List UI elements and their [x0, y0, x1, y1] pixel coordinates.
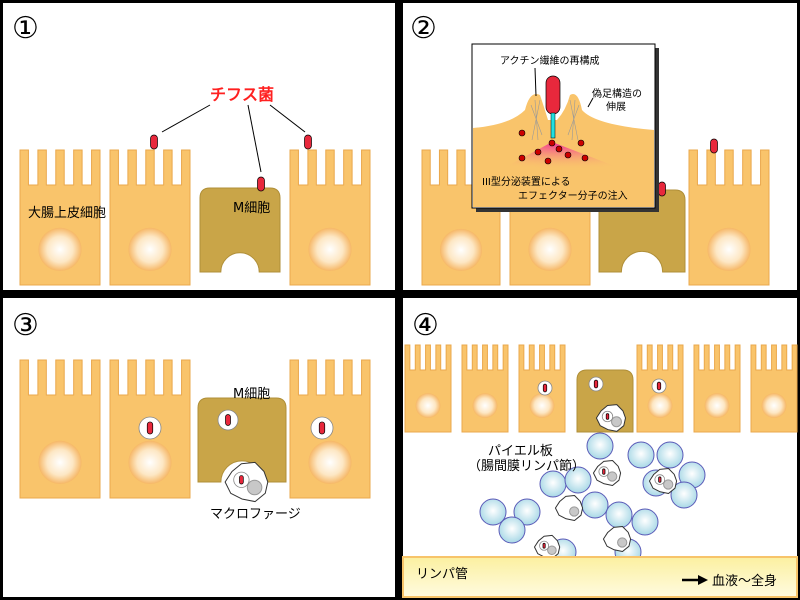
nucleus	[761, 393, 787, 418]
actin-label: アクチン繊維の再構成	[500, 54, 600, 67]
lymph-vessel-label: リンパ管	[416, 567, 468, 582]
lymphocyte	[564, 466, 592, 494]
t3ss-label-line1: III型分泌装置による	[482, 175, 571, 188]
macrophage-nucleus	[547, 545, 557, 556]
blood-label: 血液〜全身	[712, 573, 777, 589]
macrophage-label: マクロファージ	[210, 507, 301, 522]
arrow-right-icon	[682, 575, 708, 585]
t3ss-label-line2: エフェクター分子の注入	[518, 189, 628, 202]
m-cell-label-3: M細胞	[233, 387, 270, 402]
nucleus	[308, 227, 352, 271]
nucleus	[439, 228, 483, 271]
bacterium-in-vacuole	[225, 414, 231, 426]
panel-number-2: ②	[410, 11, 437, 46]
m-cell-label: M細胞	[233, 201, 270, 216]
macrophage-nucleus	[607, 471, 618, 482]
bacterium-in-vacuole	[605, 413, 610, 420]
bacterium	[257, 176, 265, 192]
lymphocyte	[539, 470, 567, 498]
mesenteric-node-label: （腸間膜リンパ節）	[468, 459, 585, 474]
lymphocyte	[631, 508, 659, 536]
bacterium-in-vacuole	[593, 379, 599, 389]
lymphocyte	[479, 498, 507, 526]
nucleus	[308, 440, 352, 484]
bacterium-in-vacuole	[656, 381, 662, 391]
lymphocyte	[586, 432, 614, 460]
macrophage-nucleus	[246, 479, 263, 496]
epithelial-cell-small	[693, 344, 741, 433]
nucleus	[38, 440, 82, 484]
bacterium-in-vacuole	[239, 475, 244, 485]
nucleus	[472, 393, 498, 418]
macrophage-nucleus	[617, 537, 628, 548]
nucleus	[128, 440, 172, 484]
pseudopod-label-line1: 偽足構造の	[592, 87, 642, 100]
lymphocyte	[581, 491, 609, 519]
epithelial-cell-small	[404, 344, 452, 433]
epithelial-cell-small	[461, 344, 509, 433]
epithelial-cell-1	[19, 149, 101, 286]
bacterium	[304, 134, 312, 150]
bacterium-in-vacuole	[658, 476, 662, 483]
lymphocyte	[670, 481, 698, 509]
macrophage-nucleus	[663, 479, 674, 490]
panel-number-3: ③	[12, 308, 39, 343]
nucleus	[707, 227, 751, 271]
epithelial-cell	[688, 149, 770, 286]
epithelial-cell-label: 大腸上皮細胞	[28, 206, 106, 221]
epithelial-cell	[19, 359, 101, 499]
epithelial-cell-small	[750, 344, 798, 433]
epithelial-cell	[109, 149, 191, 286]
nucleus	[647, 393, 673, 418]
bacterium-in-vacuole	[542, 383, 548, 393]
bacterium-in-vacuole	[318, 421, 326, 435]
macrophage	[554, 495, 584, 521]
panel-number-4: ④	[412, 308, 439, 343]
nucleus	[38, 227, 82, 271]
panel-number-1: ①	[12, 11, 39, 46]
m-cell-body	[199, 187, 281, 273]
macrophage-nucleus	[611, 416, 622, 428]
bacterium	[710, 138, 718, 154]
bacteria-label: チフス菌	[210, 85, 274, 104]
nucleus	[528, 227, 572, 271]
epithelial-cell	[289, 149, 371, 286]
bacterium-in-vacuole	[146, 421, 154, 435]
bacterium-in-vacuole	[602, 468, 606, 475]
peyer-patch-label: パイエル板	[488, 444, 553, 459]
bacterium-in-vacuole	[542, 542, 546, 549]
lymph-vessel	[402, 556, 798, 598]
macrophage-nucleus	[569, 506, 580, 517]
bacterium	[658, 181, 666, 197]
nucleus	[704, 393, 730, 418]
pointer-lines	[161, 104, 306, 173]
macrophage	[602, 526, 632, 552]
lymphocyte	[498, 516, 526, 544]
m-cell-1	[199, 187, 281, 273]
inset-injection-detail: アクチン繊維の再構成 偽足構造の 伸展 III型分泌装置による エフェクター分子…	[471, 43, 659, 212]
bacterium	[150, 134, 158, 150]
lymphocyte	[605, 501, 633, 529]
nucleus	[529, 393, 555, 418]
lymphocyte	[656, 441, 684, 469]
lymphocyte	[513, 498, 541, 526]
nucleus	[128, 227, 172, 271]
pseudopod-label-line2: 伸展	[606, 101, 626, 113]
lymphocyte	[627, 441, 655, 469]
nucleus	[415, 393, 441, 418]
